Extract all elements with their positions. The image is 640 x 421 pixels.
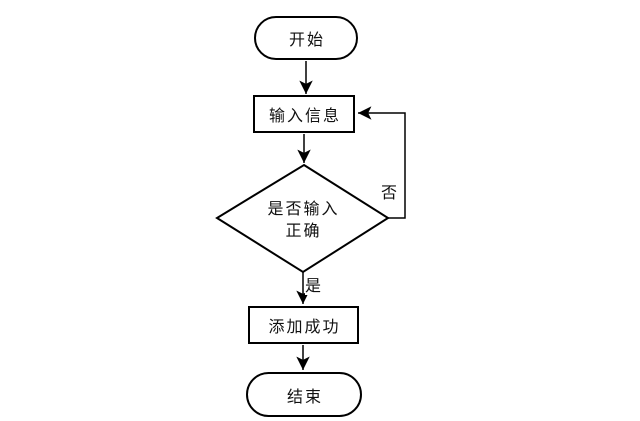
node-add-success: 添加成功 [248,306,359,344]
edge-label-yes: 是 [305,276,322,295]
node-decision-label-line2: 正确 [285,221,322,240]
node-start-label: 开始 [288,30,325,49]
node-input-info: 输入信息 [253,95,355,133]
node-end-label: 结束 [286,386,323,406]
node-add-success-label: 添加成功 [268,317,341,336]
node-input-info-label: 输入信息 [268,106,341,125]
node-decision-label: 是否输入 正确 [237,198,368,242]
node-start: 开始 [254,16,358,60]
node-end: 结束 [246,372,362,417]
edge-decision-to-input-loop [358,106,406,219]
node-decision-label-line1: 是否输入 [267,199,340,218]
edge-label-no: 否 [381,183,398,202]
